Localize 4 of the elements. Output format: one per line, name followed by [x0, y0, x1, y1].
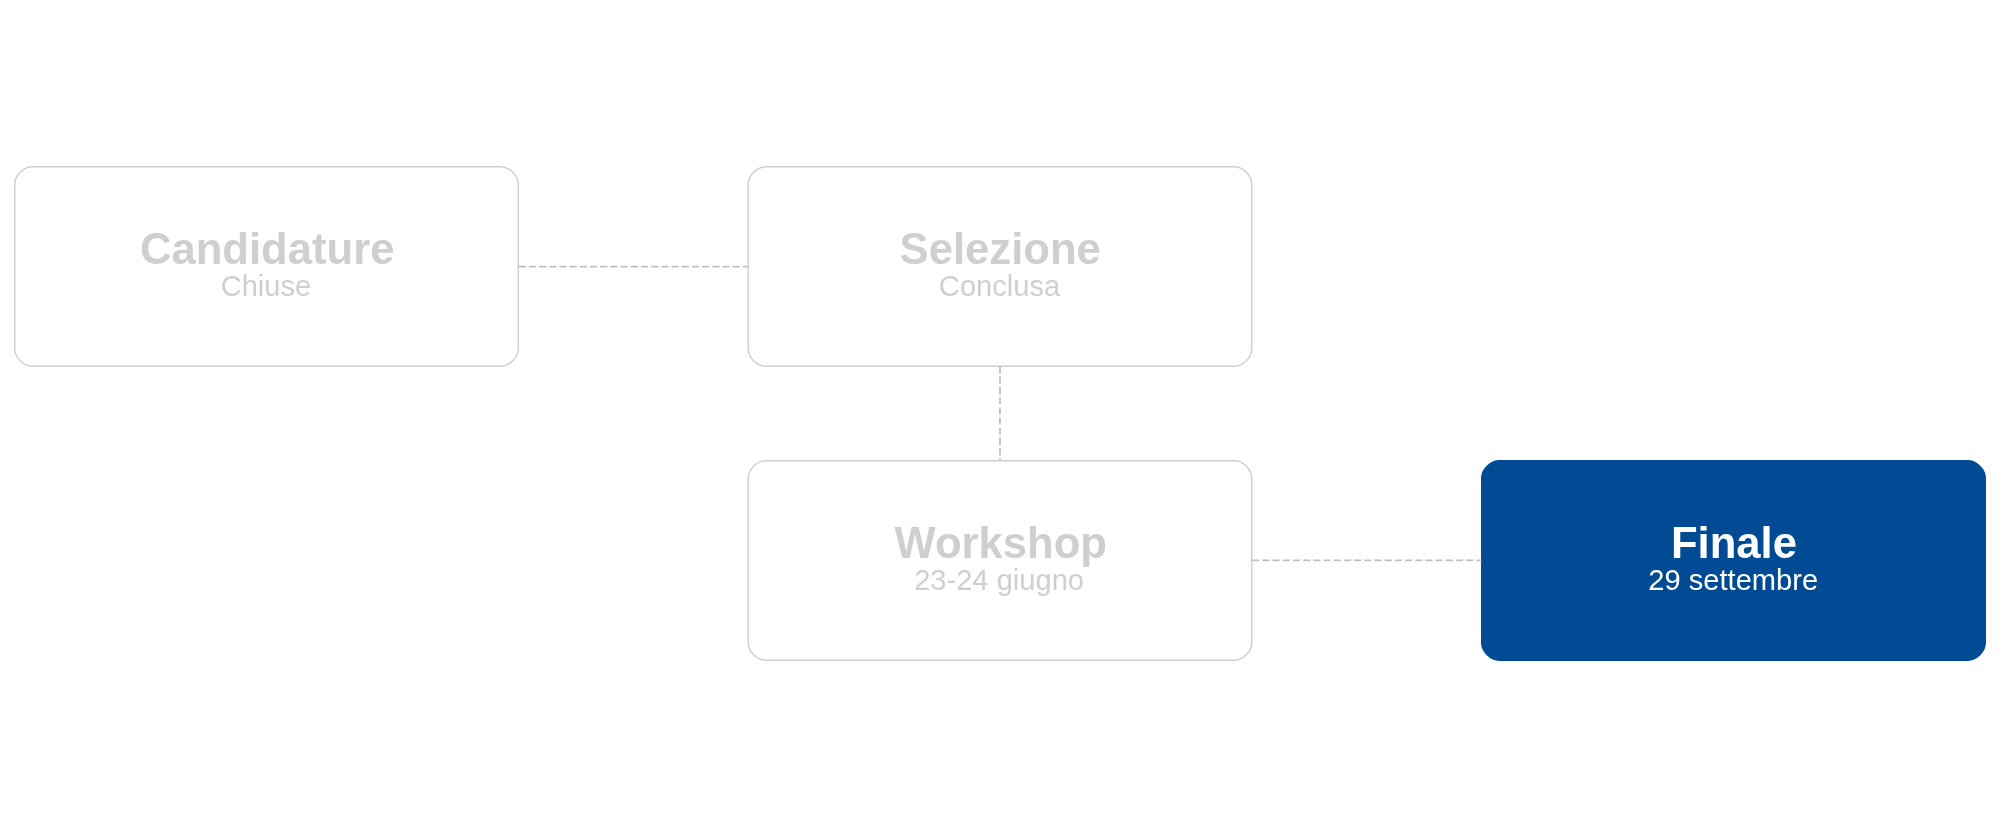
node-box: Finale 29 settembre	[1481, 459, 1986, 661]
connector	[517, 265, 749, 267]
connector	[1251, 559, 1483, 561]
connector	[999, 365, 1001, 461]
